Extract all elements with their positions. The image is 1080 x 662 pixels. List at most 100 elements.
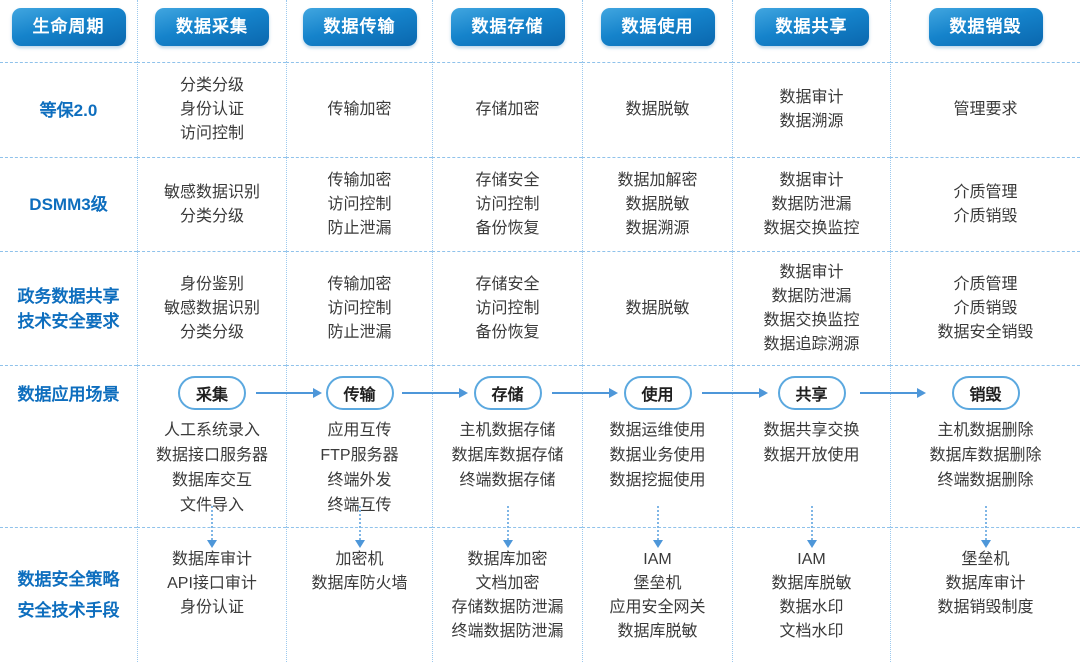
header-badge-transmission: 数据传输: [302, 8, 417, 46]
cell-line: 数据库脱敏: [617, 623, 698, 640]
cell-line: 备份恢复: [475, 219, 540, 237]
stage-oval-storage: 存储: [473, 376, 542, 410]
row-label-text: DSMM3级: [29, 195, 108, 214]
cell-line: 访问控制: [475, 195, 540, 213]
cell-line: 传输加密: [327, 171, 392, 189]
stage-oval-sharing: 共享: [777, 376, 846, 410]
stage-list: 数据共享交换 数据开放使用: [763, 418, 859, 468]
cell-line: 数据库加密: [467, 551, 548, 568]
cell-line: 数据加解密: [617, 171, 698, 189]
cell-line: 存储数据防泄漏: [451, 599, 564, 616]
cell-line: 文档水印: [779, 623, 844, 640]
header-cell-destruction: 数据销毁: [890, 0, 1080, 62]
security-cell-destruction: 堡垒机 数据库审计 数据销毁制度: [890, 506, 1080, 662]
cell-line: 数据溯源: [779, 113, 844, 130]
header-badge-storage: 数据存储: [450, 8, 565, 46]
cell-line: 备份恢复: [475, 323, 540, 341]
arrow-down-icon: [207, 506, 217, 548]
cell-line: 终端数据防泄漏: [451, 623, 564, 640]
stage-item: 数据库数据存储: [451, 447, 564, 464]
cell-line: 数据安全销毁: [937, 323, 1034, 341]
stage-oval-label: 存储: [491, 387, 524, 404]
stage-list: 主机数据删除 数据库数据删除 终端数据删除: [929, 418, 1041, 493]
cell-dsmm-storage: 存储安全 访问控制 备份恢复: [432, 157, 582, 251]
arrow-down-icon: [980, 506, 991, 548]
scenario-cell-sharing: 共享 数据共享交换 数据开放使用: [732, 365, 926, 527]
stage-item: 终端数据删除: [937, 472, 1034, 489]
cell-line: 存储加密: [475, 101, 540, 118]
header-badge-usage: 数据使用: [600, 8, 715, 46]
cell-line: 堡垒机: [633, 575, 682, 592]
row-label-scenario: 数据应用场景: [0, 365, 137, 527]
cell-line: 数据溯源: [625, 219, 690, 237]
cell-djbh-storage: 存储加密: [432, 62, 582, 157]
cell-line: 数据交换监控: [763, 311, 860, 329]
stage-item: 数据业务使用: [609, 447, 706, 464]
row-label-djbh: 等保2.0: [0, 62, 137, 157]
cell-gov-storage: 存储安全 访问控制 备份恢复: [432, 251, 582, 365]
security-cell-collection: 数据库审计 API接口审计 身份认证: [137, 506, 286, 662]
cell-line: 访问控制: [327, 299, 392, 317]
scenario-cell-storage: 存储 主机数据存储 数据库数据存储 终端数据存储: [432, 365, 618, 527]
cell-line: 防止泄漏: [327, 219, 392, 237]
stage-oval-label: 采集: [195, 387, 228, 404]
scenario-cell-destruction: 销毁 主机数据删除 数据库数据删除 终端数据删除: [890, 365, 1080, 527]
cell-line: 防止泄漏: [327, 323, 392, 341]
cell-gov-sharing: 数据审计 数据防泄漏 数据交换监控 数据追踪溯源: [732, 251, 890, 365]
arrow-down-icon: [652, 506, 663, 548]
cell-dsmm-destruction: 介质管理 介质销毁: [890, 157, 1080, 251]
stage-oval-usage: 使用: [623, 376, 692, 410]
scenario-cell-collection: 采集 人工系统录入 数据接口服务器 数据库交互 文件导入: [137, 365, 322, 527]
cell-line: 数据脱敏: [625, 299, 690, 317]
cell-line: 应用安全网关: [609, 599, 706, 616]
row-label-text: 数据安全策略: [17, 570, 120, 589]
stage-item: 主机数据删除: [937, 422, 1034, 439]
stage-list: 人工系统录入 数据接口服务器 数据库交互 文件导入: [156, 418, 268, 518]
arrow-right-icon: [552, 388, 618, 398]
cell-line: 身份鉴别: [179, 275, 244, 293]
cell-line: 访问控制: [475, 299, 540, 317]
cell-dsmm-collection: 敏感数据识别 分类分级: [137, 157, 286, 251]
stage-item: 数据开放使用: [763, 447, 860, 464]
cell-line: 数据水印: [779, 599, 844, 616]
cell-line: 访问控制: [327, 195, 392, 213]
cell-line: 介质管理: [953, 275, 1018, 293]
header-cell-storage: 数据存储: [432, 0, 582, 62]
cell-line: 身份认证: [179, 101, 244, 118]
stage-oval-label: 传输: [343, 387, 376, 404]
cell-djbh-usage: 数据脱敏: [582, 62, 732, 157]
cell-line: 介质销毁: [953, 299, 1018, 317]
scenario-cell-usage: 使用 数据运维使用 数据业务使用 数据挖掘使用: [582, 365, 768, 527]
cell-djbh-transmission: 传输加密: [286, 62, 432, 157]
stage-item: 数据挖掘使用: [609, 472, 706, 489]
arrow-right-icon: [402, 388, 468, 398]
security-cell-sharing: IAM 数据库脱敏 数据水印 文档水印: [732, 506, 890, 662]
cell-line: 数据库审计: [171, 551, 252, 568]
header-badge-lifecycle: 生命周期: [11, 8, 126, 46]
stage-item: 应用互传: [327, 422, 392, 439]
cell-line: API接口审计: [167, 575, 257, 592]
header-badge-sharing: 数据共享: [754, 8, 869, 46]
header-cell-transmission: 数据传输: [286, 0, 432, 62]
stage-list: 应用互传 FTP服务器 终端外发 终端互传: [320, 418, 398, 518]
security-cell-transmission: 加密机 数据库防火墙: [286, 506, 432, 662]
row-label-text: 等保2.0: [39, 100, 98, 120]
cell-line: 数据审计: [779, 263, 844, 281]
stage-oval-destruction: 销毁: [951, 376, 1020, 410]
cell-line: 数据追踪溯源: [763, 335, 860, 353]
cell-line: 数据库脱敏: [771, 575, 852, 592]
cell-line: 敏感数据识别: [163, 299, 260, 317]
stage-oval-label: 共享: [795, 387, 828, 404]
cell-line: 存储安全: [475, 275, 540, 293]
cell-line: 分类分级: [179, 323, 244, 341]
cell-gov-destruction: 介质管理 介质销毁 数据安全销毁: [890, 251, 1080, 365]
stage-item: 终端数据存储: [459, 472, 556, 489]
cell-line: 分类分级: [179, 207, 244, 225]
cell-line: 数据脱敏: [625, 195, 690, 213]
cell-line: 数据销毁制度: [937, 599, 1034, 616]
cell-dsmm-usage: 数据加解密 数据脱敏 数据溯源: [582, 157, 732, 251]
scenario-cell-transmission: 传输 应用互传 FTP服务器 终端外发 终端互传: [286, 365, 468, 527]
row-label-gov: 政务数据共享 技术安全要求: [0, 251, 137, 365]
stage-item: 数据接口服务器: [155, 447, 268, 464]
